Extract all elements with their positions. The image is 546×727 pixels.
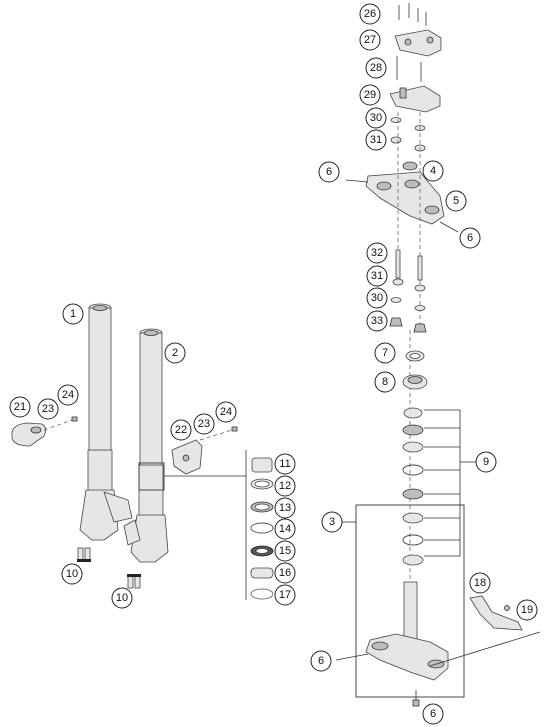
callout-28: 28 — [365, 57, 387, 79]
callout-10-left: 10 — [61, 563, 83, 585]
callout-5: 5 — [445, 190, 467, 212]
svg-text:17: 17 — [279, 589, 291, 601]
bearing-kit — [402, 407, 424, 566]
callout-6-c: 6 — [310, 650, 332, 672]
callout-22: 22 — [170, 419, 192, 441]
fork-seal-kit — [250, 457, 274, 600]
fork-leg-left — [79, 303, 133, 541]
cable-holder-left — [11, 416, 78, 447]
svg-text:8: 8 — [382, 376, 388, 388]
callout-24-right: 24 — [215, 401, 237, 423]
svg-text:30: 30 — [370, 112, 382, 124]
callout-23-left: 23 — [37, 398, 59, 420]
svg-text:3: 3 — [329, 516, 335, 528]
steering-stem-box — [342, 504, 465, 698]
callout-15: 15 — [274, 540, 296, 562]
svg-text:14: 14 — [279, 523, 291, 535]
svg-text:2: 2 — [172, 347, 178, 359]
callout-24-left: 24 — [57, 384, 79, 406]
handlebar-clamp-upper — [394, 29, 442, 57]
svg-text:12: 12 — [279, 480, 291, 492]
svg-text:10: 10 — [116, 592, 128, 604]
callout-27: 27 — [359, 29, 381, 51]
axle-clamp-screws-right — [127, 574, 141, 589]
callout-6-b: 6 — [459, 227, 481, 249]
svg-text:15: 15 — [279, 545, 291, 557]
callout-8: 8 — [374, 371, 396, 393]
callout-32: 32 — [366, 242, 388, 264]
svg-text:24: 24 — [62, 389, 74, 401]
handlebar-clamp-bolts — [398, 3, 427, 26]
svg-text:19: 19 — [521, 604, 533, 616]
upper-triple-clamp — [345, 171, 459, 233]
svg-text:21: 21 — [14, 401, 26, 413]
svg-text:23: 23 — [198, 418, 210, 430]
callout-7: 7 — [374, 342, 396, 364]
svg-text:5: 5 — [453, 195, 459, 207]
axle-clamp-screws-left — [77, 547, 91, 562]
svg-text:1: 1 — [70, 308, 76, 320]
svg-text:6: 6 — [318, 655, 324, 667]
svg-text:7: 7 — [382, 347, 388, 359]
callout-30-lower: 30 — [366, 287, 388, 309]
svg-text:28: 28 — [370, 62, 382, 74]
callout-30-upper: 30 — [365, 107, 387, 129]
svg-text:24: 24 — [220, 406, 232, 418]
callout-31-lower: 31 — [366, 265, 388, 287]
lower-bolts-washers — [389, 249, 427, 333]
steering-head-bearing-upper — [402, 350, 428, 390]
cable-holder-right — [171, 426, 238, 475]
svg-text:11: 11 — [279, 458, 290, 470]
callout-1: 1 — [62, 303, 84, 325]
brake-line-bracket — [429, 595, 541, 667]
svg-text:32: 32 — [371, 247, 383, 259]
callout-16: 16 — [274, 562, 296, 584]
callout-3: 3 — [321, 511, 343, 533]
svg-text:23: 23 — [42, 403, 54, 415]
svg-text:6: 6 — [467, 232, 473, 244]
svg-text:30: 30 — [371, 292, 383, 304]
svg-text:27: 27 — [364, 34, 376, 46]
svg-text:29: 29 — [364, 89, 376, 101]
svg-text:18: 18 — [474, 577, 486, 589]
callout-10-right: 10 — [111, 587, 133, 609]
svg-text:6: 6 — [326, 166, 332, 178]
svg-text:31: 31 — [370, 134, 382, 146]
callout-31-upper: 31 — [365, 129, 387, 151]
fork-leg-right — [123, 328, 169, 563]
svg-text:9: 9 — [483, 456, 489, 468]
callout-21: 21 — [9, 396, 31, 418]
callout-19: 19 — [516, 599, 538, 621]
svg-text:10: 10 — [66, 568, 78, 580]
svg-text:26: 26 — [364, 8, 376, 20]
callout-23-right: 23 — [193, 413, 215, 435]
svg-text:16: 16 — [279, 567, 291, 579]
callout-11: 11 — [274, 453, 296, 475]
callout-12: 12 — [274, 475, 296, 497]
callout-14: 14 — [274, 518, 296, 540]
callout-6-a: 6 — [318, 161, 340, 183]
callout-13: 13 — [274, 497, 296, 519]
svg-text:4: 4 — [430, 165, 436, 177]
callout-26: 26 — [359, 3, 381, 25]
callout-33: 33 — [366, 310, 388, 332]
callout-9: 9 — [475, 451, 497, 473]
svg-text:6: 6 — [430, 708, 436, 720]
svg-text:22: 22 — [175, 424, 187, 436]
steering-stem — [335, 581, 449, 707]
callout-4: 4 — [422, 160, 444, 182]
svg-text:31: 31 — [371, 270, 383, 282]
callout-17: 17 — [274, 584, 296, 606]
callout-6-d: 6 — [422, 703, 444, 725]
handlebar-clamp-lower — [389, 56, 441, 113]
callout-18: 18 — [469, 572, 491, 594]
callout-29: 29 — [359, 84, 381, 106]
svg-text:33: 33 — [371, 315, 383, 327]
bracket-9 — [424, 409, 476, 557]
svg-text:13: 13 — [279, 502, 291, 514]
callout-2: 2 — [164, 342, 186, 364]
